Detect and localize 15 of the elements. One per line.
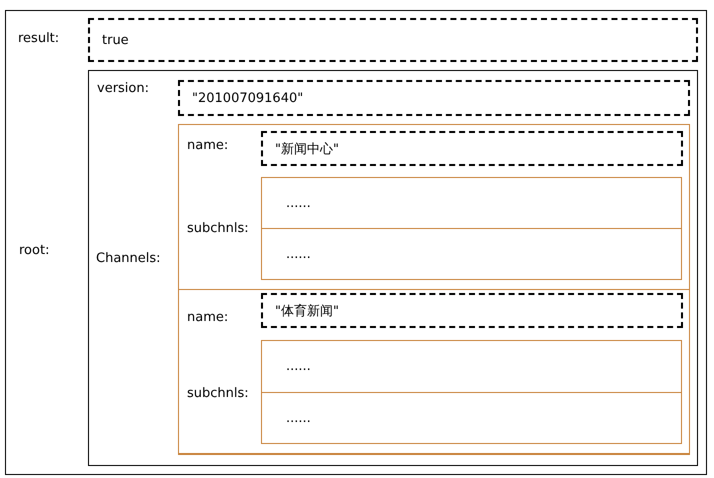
key-label: Channels: (96, 251, 161, 267)
value-box: "体育新闻" (261, 293, 683, 328)
key-label: subchnls: (187, 221, 249, 237)
key-label: subchnls: (187, 386, 249, 402)
outer-panel (5, 10, 707, 475)
key-label: root: (19, 243, 50, 259)
list-panel (178, 124, 690, 454)
key-label: result: (18, 31, 60, 47)
key-label: name: (187, 138, 228, 154)
object-panel (88, 70, 698, 466)
value-box: true (88, 18, 698, 62)
value-box: "201007091640" (178, 80, 690, 116)
key-label: name: (187, 310, 228, 326)
value-box: "新闻中心" (261, 131, 683, 166)
key-label: version: (97, 81, 149, 97)
